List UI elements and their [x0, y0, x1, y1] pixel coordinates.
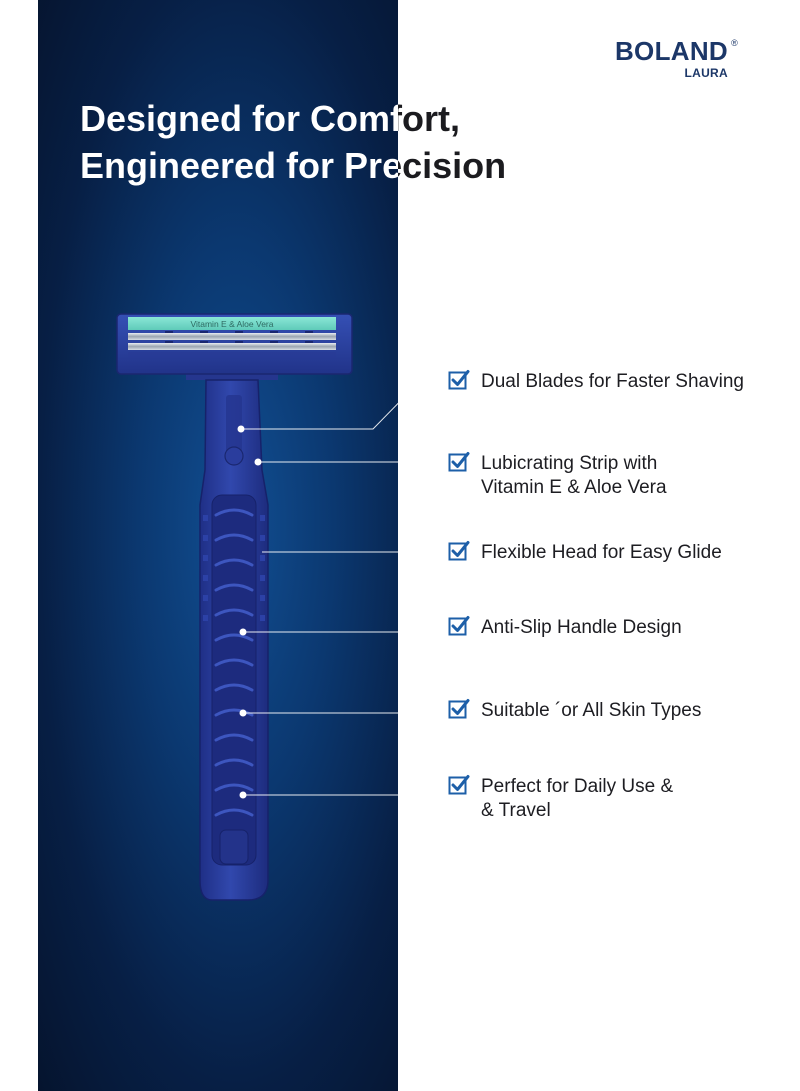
registered-mark: ®	[731, 38, 738, 48]
checkbox-icon	[448, 616, 470, 636]
feature-anti-slip-handle: Anti-Slip Handle Design	[448, 616, 682, 640]
grip-ridges	[214, 508, 254, 817]
headline: Designed for Comfort, Engineered for Pre…	[80, 95, 506, 189]
checkbox-icon	[448, 370, 470, 390]
feature-line: Flexible Head for Easy Glide	[481, 542, 722, 563]
callout-dots	[237, 425, 262, 799]
feature-line: Vitamin E & Aloe Vera	[481, 477, 667, 498]
feature-flexible-head: Flexible Head for Easy Glide	[448, 541, 722, 565]
callout-lines	[241, 380, 440, 796]
feature-text: Suitable ´or All Skin Types	[481, 699, 701, 723]
strip-label: Vitamin E & Aloe Vera	[190, 319, 273, 329]
brand-logo: BOLAND® LAURA	[614, 36, 738, 80]
feature-line: & Travel	[481, 800, 551, 821]
feature-text: Perfect for Daily Use & & Travel	[481, 775, 673, 823]
brand-name: BOLAND®	[614, 36, 738, 67]
razor-handle	[199, 379, 269, 901]
feature-line: Lubicrating Strip with	[481, 453, 658, 474]
checkbox-icon	[448, 541, 470, 561]
feature-line: Suitable ´or All Skin Types	[481, 700, 702, 721]
headline-line-1: Designed for Comfort,	[80, 95, 506, 142]
checkbox-icon	[448, 775, 470, 795]
brand-name-text: BOLAND	[614, 36, 728, 66]
lubricating-strip	[128, 317, 336, 330]
feature-daily-use-travel: Perfect for Daily Use & & Travel	[448, 775, 673, 823]
checkbox-icon	[448, 452, 470, 472]
headline-line-2: Engineered for Precision	[80, 142, 506, 189]
left-margin	[0, 0, 38, 1091]
feature-text: Anti-Slip Handle Design	[481, 616, 682, 640]
feature-dual-blades: Dual Blades for Faster Shaving	[448, 370, 744, 394]
feature-text: Dual Blades for Faster Shaving	[481, 370, 744, 394]
feature-all-skin-types: Suitable ´or All Skin Types	[448, 699, 701, 723]
blade-1	[128, 333, 336, 340]
brand-subname: LAURA	[684, 66, 728, 80]
blade-2	[128, 343, 336, 350]
feature-line: Anti-Slip Handle Design	[481, 617, 682, 638]
feature-line: Perfect for Daily Use &	[481, 776, 674, 797]
checkbox-icon	[448, 699, 470, 719]
feature-text: Flexible Head for Easy Glide	[481, 541, 722, 565]
feature-line: Dual Blades for Faster Shaving	[481, 371, 744, 392]
razor-head: Vitamin E & Aloe Vera	[116, 313, 353, 380]
